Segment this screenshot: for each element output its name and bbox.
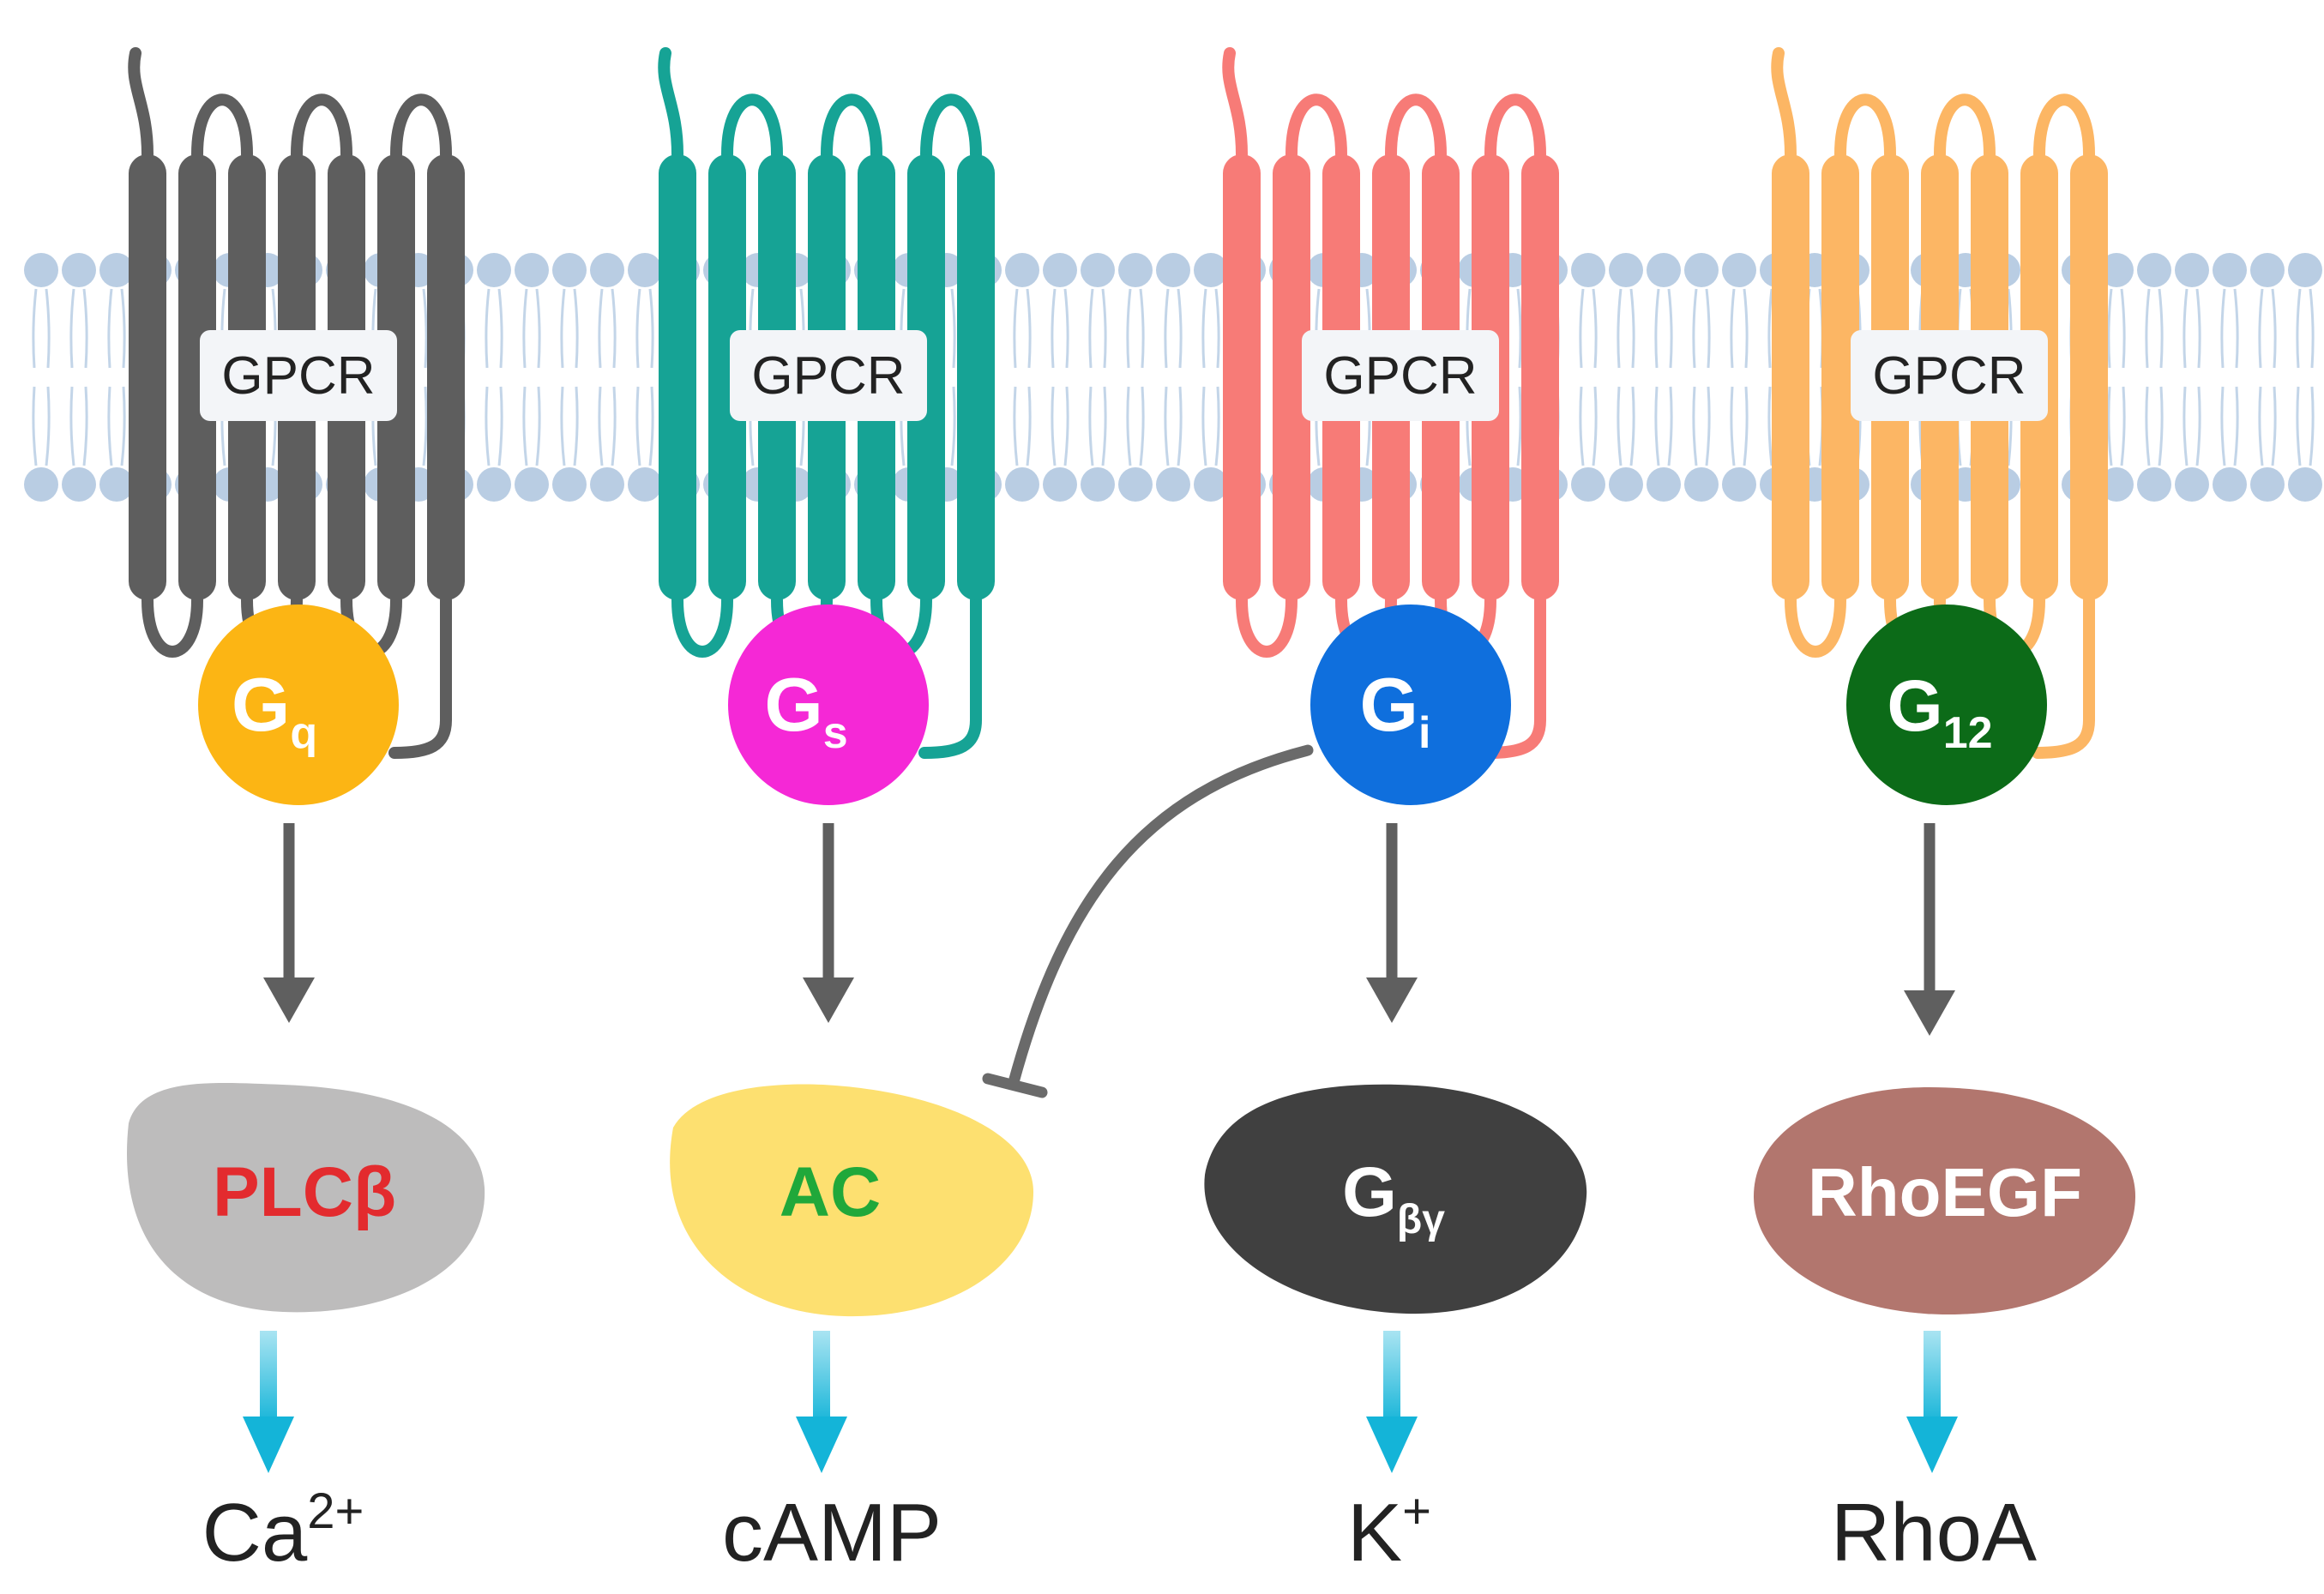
- transmembrane-helix: [1273, 154, 1310, 600]
- effector-subscript: βγ: [1397, 1197, 1445, 1242]
- effector-blob: [1204, 1084, 1587, 1314]
- gprotein-gs: Gs: [728, 605, 929, 805]
- gprotein-gq: Gq: [198, 605, 399, 805]
- product-superscript: 2+: [307, 1483, 364, 1539]
- product-potassium: K+: [1347, 1483, 1431, 1579]
- receptor-label-box: [200, 330, 397, 421]
- transmembrane-helix: [1521, 154, 1559, 600]
- product-rhoa: RhoA: [1831, 1487, 2037, 1579]
- receptor-label: GPCR: [1323, 346, 1477, 406]
- svg-text:Gi: Gi: [1360, 662, 1431, 758]
- gprotein-g12: G12: [1846, 605, 2047, 805]
- receptor-label-box: [730, 330, 927, 421]
- transmembrane-helix: [1772, 154, 1809, 600]
- receptor-gi: GPCR: [1222, 47, 1559, 759]
- gprotein-subscript: q: [290, 708, 317, 758]
- transmembrane-helix: [957, 154, 995, 600]
- product-symbol: cAMP: [722, 1487, 942, 1579]
- receptor-label-box: [1851, 330, 2048, 421]
- effector-blob: [670, 1084, 1033, 1317]
- product-symbol: K: [1347, 1487, 1402, 1579]
- transmembrane-helix: [129, 154, 166, 600]
- effector-plcb: PLCβ: [126, 1082, 485, 1313]
- product-superscript: +: [1402, 1483, 1431, 1539]
- product-symbol: Ca: [202, 1487, 308, 1579]
- transmembrane-helix: [2070, 154, 2108, 600]
- receptor-gs: GPCR: [658, 47, 995, 759]
- receptor-label: GPCR: [1872, 346, 2026, 406]
- output-arrow: [243, 1331, 294, 1473]
- activation-arrow: [263, 823, 315, 1023]
- effector-label: AC: [780, 1153, 881, 1231]
- transmembrane-helix: [708, 154, 746, 600]
- effector-blob: [126, 1082, 485, 1313]
- svg-text:Gq: Gq: [232, 662, 317, 758]
- gprotein-circle: [728, 605, 929, 805]
- gprotein-circle: [1310, 605, 1511, 805]
- gprotein-symbol: G: [1887, 665, 1942, 746]
- gprotein-symbol: G: [1360, 662, 1418, 747]
- inhibition-arrow: [982, 744, 1314, 1098]
- transmembrane-helix: [427, 154, 465, 600]
- gprotein-symbol: G: [764, 662, 822, 747]
- gprotein-subscript: 12: [1943, 708, 1993, 758]
- activation-arrow: [1366, 823, 1418, 1023]
- gprotein-circle: [198, 605, 399, 805]
- receptor-g12: GPCR: [1771, 47, 2108, 759]
- svg-text:G12: G12: [1887, 665, 1992, 758]
- receptor-label: GPCR: [221, 346, 375, 406]
- gprotein-circle: [1846, 605, 2047, 805]
- product-camp: cAMP: [722, 1487, 942, 1579]
- activation-arrow: [803, 823, 854, 1023]
- svg-text:Gβγ: Gβγ: [1342, 1153, 1445, 1242]
- svg-text:Gs: Gs: [764, 662, 847, 758]
- output-arrow: [1906, 1331, 1958, 1473]
- receptor-label-box: [1302, 330, 1499, 421]
- transmembrane-helix: [1223, 154, 1261, 600]
- gprotein-subscript: i: [1418, 708, 1430, 758]
- transmembrane-helix: [659, 154, 696, 600]
- transmembrane-helix: [178, 154, 216, 600]
- svg-text:K+: K+: [1347, 1483, 1431, 1579]
- effector-symbol: G: [1342, 1153, 1397, 1231]
- effector-ac: AC: [670, 1084, 1033, 1317]
- activation-arrow: [1904, 823, 1955, 1036]
- output-arrow: [796, 1331, 847, 1473]
- product-calcium: Ca2+: [202, 1483, 364, 1579]
- gprotein-gi: Gi: [1310, 605, 1511, 805]
- output-arrow: [1366, 1331, 1418, 1473]
- gprotein-subscript: s: [823, 708, 848, 758]
- effector-label: RhoEGF: [1808, 1154, 2082, 1230]
- effector-label: PLCβ: [213, 1153, 396, 1231]
- gprotein-symbol: G: [232, 662, 290, 747]
- transmembrane-helix: [1821, 154, 1859, 600]
- effector-gbg: Gβγ: [1204, 1084, 1587, 1314]
- product-symbol: RhoA: [1831, 1487, 2037, 1579]
- effector-rhoegf: RhoEGF: [1754, 1087, 2135, 1315]
- receptor-label: GPCR: [751, 346, 905, 406]
- effector-blob: [1754, 1087, 2135, 1315]
- svg-text:Ca2+: Ca2+: [202, 1483, 364, 1579]
